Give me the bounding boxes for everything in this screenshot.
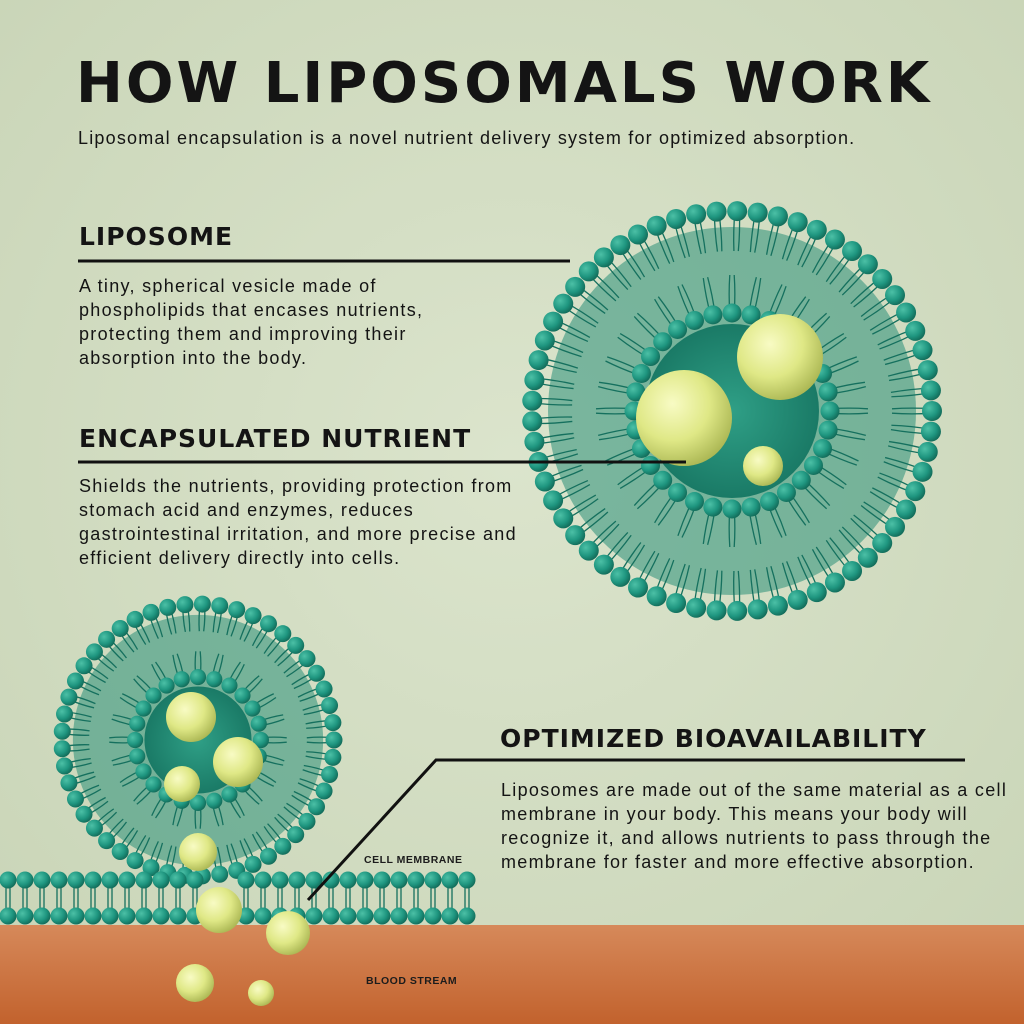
page-title: HOW LIPOSOMALS WORK bbox=[76, 51, 933, 116]
nutrient-sphere bbox=[743, 446, 783, 486]
cell-membrane bbox=[0, 871, 476, 925]
bioavailability-heading: OPTIMIZED BIOAVAILABILITY bbox=[500, 724, 927, 753]
encapsulated-nutrient-description: Shields the nutrients, providing protect… bbox=[79, 476, 517, 568]
membrane-heads bbox=[0, 871, 476, 925]
bioavailability-connector bbox=[306, 758, 965, 902]
nutrient-spheres bbox=[164, 314, 823, 1006]
large-liposome bbox=[522, 201, 942, 621]
connector-lines bbox=[78, 259, 965, 902]
nutrient-sphere bbox=[176, 964, 214, 1002]
nutrient-sphere bbox=[164, 766, 200, 802]
nutrient-sphere bbox=[166, 692, 216, 742]
nutrient-sphere bbox=[196, 887, 242, 933]
nutrient-sphere bbox=[266, 911, 310, 955]
blood-stream-label: BLOOD STREAM bbox=[366, 975, 458, 987]
nutrient-sphere bbox=[179, 833, 217, 871]
small-liposome-inner-heads bbox=[127, 669, 269, 811]
nutrient-sphere bbox=[737, 314, 823, 400]
large-liposome-outer-heads bbox=[522, 201, 942, 621]
page-subtitle: Liposomal encapsulation is a novel nutri… bbox=[78, 128, 856, 148]
large-liposome-inner-heads bbox=[624, 303, 840, 519]
liposome-description: A tiny, spherical vesicle made of phosph… bbox=[79, 276, 424, 368]
cell-membrane-label: CELL MEMBRANE bbox=[364, 854, 463, 866]
liposome-heading: LIPOSOME bbox=[79, 222, 234, 251]
nutrient-sphere bbox=[636, 370, 732, 466]
nutrient-sphere bbox=[248, 980, 274, 1006]
nutrient-sphere bbox=[213, 737, 263, 787]
blood-stream-area bbox=[0, 925, 1024, 1024]
bioavailability-description: Liposomes are made out of the same mater… bbox=[501, 780, 1008, 872]
encapsulated-nutrient-heading: ENCAPSULATED NUTRIENT bbox=[79, 424, 472, 453]
small-liposome-outer-heads bbox=[53, 595, 343, 885]
